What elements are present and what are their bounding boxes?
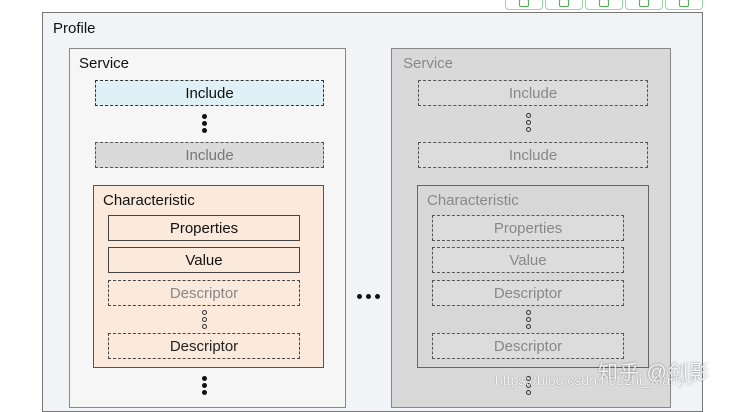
- descriptor-right-top: Descriptor: [432, 280, 624, 306]
- ellipsis-dot: [526, 324, 531, 329]
- value-left: Value: [108, 247, 300, 273]
- toolbar-button-1[interactable]: [505, 0, 543, 10]
- toolbar-button-5[interactable]: [665, 0, 703, 10]
- toolbar-button-4[interactable]: [625, 0, 663, 10]
- ellipsis-dot: [526, 113, 531, 118]
- characteristic-left-label: Characteristic: [103, 192, 195, 209]
- ellipsis-dot: [202, 317, 207, 322]
- service-right-label: Service: [403, 55, 454, 72]
- ellipsis-dot: [202, 121, 207, 126]
- ellipsis-dot: [202, 376, 207, 381]
- value-right: Value: [432, 247, 624, 273]
- watermark-url: https://blog.csdn.net/zhi_Xianyu: [495, 372, 693, 388]
- ellipsis-dot: [526, 383, 531, 388]
- ellipsis-dot: [526, 376, 531, 381]
- ellipsis-dot: [202, 324, 207, 329]
- properties-left: Properties: [108, 215, 300, 241]
- include-left-bottom: Include: [95, 142, 324, 168]
- ellipsis-dot: [202, 310, 207, 315]
- descriptor-right-bottom: Descriptor: [432, 333, 624, 359]
- descriptor-left-bottom: Descriptor: [108, 333, 300, 359]
- ellipsis-dot: [526, 127, 531, 132]
- ellipsis-dot: [375, 294, 380, 299]
- ellipsis-dot: [526, 120, 531, 125]
- ellipsis-dot: [526, 390, 531, 395]
- descriptor-left-top: Descriptor: [108, 280, 300, 306]
- toolbar-button-3[interactable]: [585, 0, 623, 10]
- ellipsis-dot: [202, 114, 207, 119]
- watermark-zhihu: 知乎 @剑影: [598, 362, 710, 384]
- ellipsis-dot: [526, 317, 531, 322]
- ellipsis-dot: [357, 294, 362, 299]
- properties-right: Properties: [432, 215, 624, 241]
- ellipsis-dot: [202, 390, 207, 395]
- ellipsis-dot: [526, 310, 531, 315]
- service-left-label: Service: [79, 55, 130, 72]
- include-right-bottom: Include: [418, 142, 648, 168]
- include-right-top: Include: [418, 80, 648, 106]
- toolbar-button-2[interactable]: [545, 0, 583, 10]
- include-left-top: Include: [95, 80, 324, 106]
- profile-label: Profile: [53, 20, 96, 37]
- ellipsis-dot: [366, 294, 371, 299]
- ellipsis-dot: [202, 128, 207, 133]
- ellipsis-dot: [202, 383, 207, 388]
- characteristic-right-label: Characteristic: [427, 192, 519, 209]
